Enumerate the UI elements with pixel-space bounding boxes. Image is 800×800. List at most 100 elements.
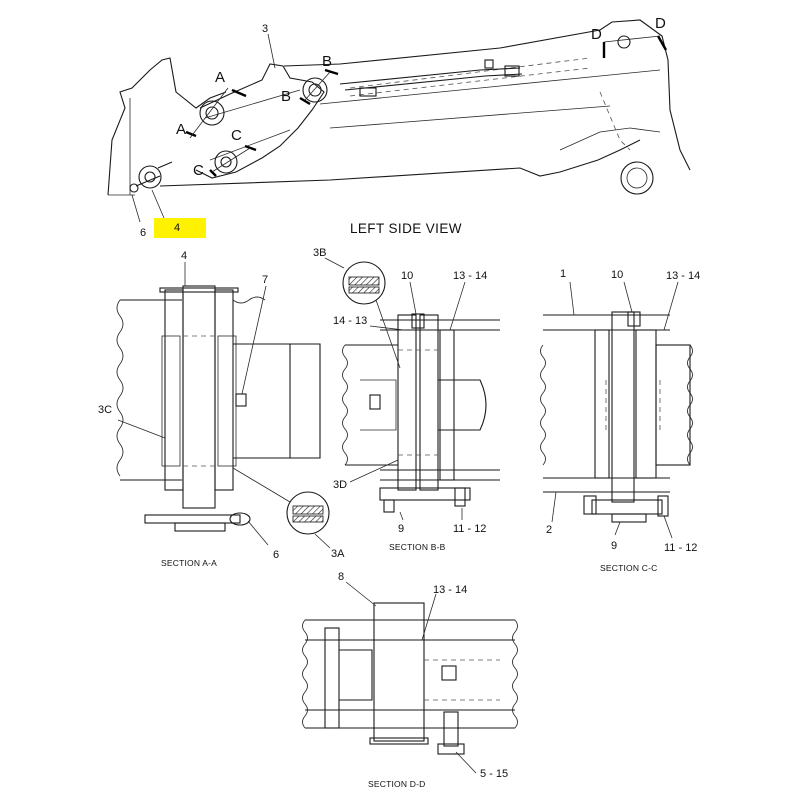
cc-right-link <box>655 344 691 466</box>
bb-bolt-right <box>454 487 466 507</box>
stick-mid-line-2 <box>329 105 611 129</box>
cc-right-plate <box>635 329 657 479</box>
tube-fitting <box>484 59 494 69</box>
hidden-line-3 <box>599 91 631 151</box>
cut-line-c <box>211 147 251 173</box>
label-d-right: D <box>655 15 666 32</box>
dd-bolt-shank <box>443 711 459 747</box>
stick-end-boss-inner <box>626 167 648 189</box>
label-10-cc: 10 <box>611 269 623 281</box>
leader-8 <box>345 581 377 607</box>
label-9-cc: 9 <box>611 540 617 552</box>
left-bushing <box>161 335 181 467</box>
cc-left-bushing <box>594 329 610 479</box>
label-10-bb: 10 <box>401 270 413 282</box>
leader-detail-3a <box>232 467 291 503</box>
dd-pin-8 <box>373 602 425 742</box>
view-title: LEFT SIDE VIEW <box>350 221 462 236</box>
bb-hidden <box>398 349 438 456</box>
detail-3b-seal-2 <box>348 286 380 294</box>
cut-line-d <box>603 35 661 43</box>
hidden-line-1 <box>349 57 591 89</box>
label-7: 7 <box>262 274 268 286</box>
bb-pin-body <box>419 314 439 491</box>
leader-11-12-cc <box>663 515 673 539</box>
cc-bottom-rails <box>543 477 670 493</box>
pin-joint-c <box>214 150 238 174</box>
dd-bottom-cap <box>369 737 429 745</box>
label-4-highlighted: 4 <box>174 222 180 234</box>
bb-bottom-plate <box>379 487 471 501</box>
lever-edge <box>204 89 301 119</box>
stick-end-boss <box>620 161 654 195</box>
cut-marker-d-right <box>656 35 668 51</box>
stick-upper-edge <box>283 19 691 171</box>
cut-marker-c-right <box>244 144 257 152</box>
cotter-pin-6 <box>229 512 251 526</box>
dd-left-cap <box>324 627 340 729</box>
bb-fitting <box>369 394 381 410</box>
leader-9-bb <box>399 511 404 521</box>
bb-left-plate <box>397 314 417 491</box>
break-bb-left <box>342 344 348 466</box>
bb-boss <box>438 379 487 431</box>
pin-key <box>157 161 173 169</box>
label-b-left: B <box>281 88 291 105</box>
label-11-12-cc: 11 - 12 <box>664 542 697 554</box>
leader-13-14-dd <box>421 593 437 641</box>
leader-3b <box>324 257 345 269</box>
leader-2 <box>551 491 557 523</box>
pin-joint-a <box>199 100 225 126</box>
label-3c: 3C <box>98 404 112 416</box>
label-5-15: 5 - 15 <box>480 768 508 780</box>
pin-joint-a-inner <box>205 106 219 120</box>
highlight-box <box>154 218 206 238</box>
cc-bolt-right <box>657 495 669 517</box>
tube-fitting-2 <box>359 87 377 97</box>
grease-fitting-7 <box>235 393 247 407</box>
leader-4 <box>151 189 165 219</box>
label-14-13-bb: 14 - 13 <box>333 315 367 327</box>
section-a-a: 4 7 3C 6 3A SECTION A-A <box>98 250 345 568</box>
leader-10-cc <box>623 281 633 313</box>
leader-detail-3b <box>375 299 401 369</box>
stick-lower-boss <box>559 127 661 151</box>
label-4-aa: 4 <box>181 250 187 262</box>
label-13-14-bb: 13 - 14 <box>453 270 487 282</box>
section-cc-title: SECTION C-C <box>600 563 657 573</box>
label-8: 8 <box>338 571 344 583</box>
pin-4-body <box>182 285 216 509</box>
hidden-line-2 <box>349 67 591 97</box>
dd-boss <box>339 649 373 701</box>
label-13-14-dd: 13 - 14 <box>433 584 467 596</box>
label-b-top: B <box>322 53 332 70</box>
detail-3a-circle <box>286 491 330 535</box>
label-3d: 3D <box>333 479 347 491</box>
lever-edge-2 <box>209 129 291 161</box>
break-line-left <box>116 299 124 477</box>
label-9-bb: 9 <box>398 523 404 535</box>
section-aa-title: SECTION A-A <box>161 558 217 568</box>
cut-marker-a-bottom <box>185 130 197 138</box>
leader-10-bb <box>409 281 417 315</box>
leader-9-cc <box>614 521 621 536</box>
retainer-plate-lower <box>174 522 226 532</box>
leader-6-aa <box>247 520 269 546</box>
leader-3c <box>117 419 166 439</box>
retainer-ring <box>129 183 139 193</box>
hydraulic-tube <box>339 67 521 85</box>
bb-bolt-left <box>383 499 395 513</box>
bucket-outline <box>107 57 227 196</box>
pin-joint-d <box>617 35 631 49</box>
bb-top-rails <box>380 319 500 331</box>
label-11-12-bb: 11 - 12 <box>453 523 486 535</box>
linkage-lever <box>195 63 325 179</box>
label-d-left: D <box>591 26 602 43</box>
retainer-pin <box>135 175 161 187</box>
pin-joint-bucket <box>138 165 162 189</box>
label-a-bottom: A <box>176 121 186 138</box>
bb-inner-link <box>360 379 397 431</box>
cc-washer-9 <box>611 513 647 523</box>
leader-3a <box>314 533 331 549</box>
